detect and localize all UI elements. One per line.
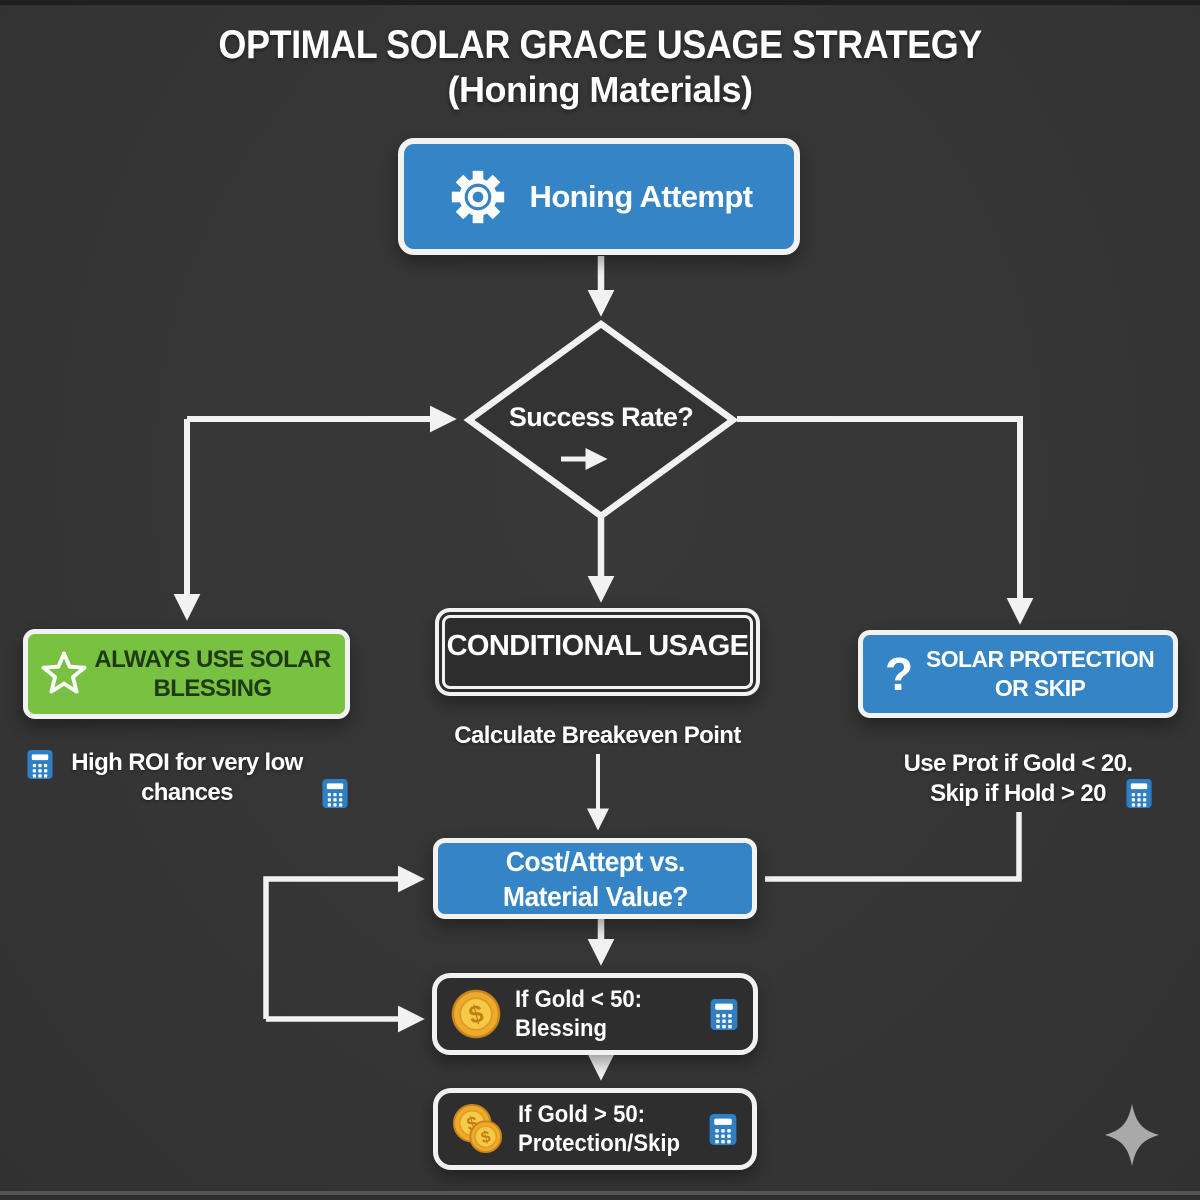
calculator-icon (709, 1113, 737, 1145)
node-conditional-usage: CONDITIONAL USAGE (435, 608, 760, 696)
gold-low-line1: If Gold < 50: (515, 985, 642, 1013)
page-title: OPTIMAL SOLAR GRACE USAGE STRATEGY (Honi… (0, 22, 1200, 112)
gold-high-line2: Protection/Skip (517, 1130, 680, 1157)
calculator-icon (322, 778, 348, 809)
top-edge-strip (0, 0, 1200, 5)
node-always-use-solar-blessing: ALWAYS USE SOLAR BLESSING (23, 629, 350, 719)
arrow-right-branch (737, 416, 1034, 625)
decision-diamond (463, 319, 739, 521)
gold-high-line1: If Gold > 50: (517, 1100, 645, 1128)
gold-low-line2: Blessing (515, 1015, 608, 1042)
node-honing-attempt: Honing Attempt (398, 138, 800, 255)
protection-caption-line1: Use Prot if Gold < 20. (903, 750, 1133, 777)
coin-dollar-glyph: $ (466, 999, 486, 1030)
question-icon: ? (885, 648, 914, 700)
gold-high-label: If Gold > 50: Protection/Skip (518, 1100, 680, 1159)
arrow-loop-to-cost (263, 865, 425, 1019)
node-if-gold-high-protection-skip: $ $ If Gold > 50: Protection/Skip (433, 1088, 757, 1170)
success-rate-label: Success Rate? (508, 402, 694, 432)
calculator-icon (710, 998, 738, 1030)
node-if-gold-low-blessing: $ If Gold < 50: Blessing (432, 973, 758, 1055)
blessing-caption: High ROI for very low chances (71, 749, 303, 806)
line-protection-to-cost (765, 812, 1022, 882)
protection-caption-line2: Skip if Hold > 20 (930, 780, 1106, 807)
blessing-label: ALWAYS USE SOLAR BLESSING (94, 645, 331, 702)
protection-caption: Use Prot if Gold < 20. Skip if Hold > 20 (868, 749, 1168, 809)
title-line2: (Honing Materials) (447, 69, 753, 111)
bottom-edge-dark-strip (0, 1195, 1200, 1200)
calculator-icon (27, 749, 53, 780)
protection-label: SOLAR PROTECTION OR SKIP (926, 646, 1155, 701)
calculator-icon (1126, 778, 1152, 809)
conditional-usage-label: CONDITIONAL USAGE (446, 629, 749, 662)
conditional-caption: Calculate Breakeven Point (454, 722, 741, 749)
cost-label-line2: Material Value? (502, 880, 688, 912)
double-coin-icon: $ $ (452, 1103, 503, 1154)
title-line1: OPTIMAL SOLAR GRACE USAGE STRATEGY (218, 23, 982, 67)
coin-dollar-glyph: $ (479, 1128, 492, 1148)
gear-icon (451, 170, 504, 223)
star-icon (41, 651, 87, 694)
coin-icon: $ (451, 989, 501, 1039)
cost-label-line1: Cost/Attept vs. (505, 845, 685, 877)
node-solar-protection-or-skip: ? SOLAR PROTECTION OR SKIP (858, 630, 1178, 718)
honing-attempt-label: Honing Attempt (529, 178, 754, 214)
node-cost-vs-material-value: Cost/Attept vs. Material Value? (433, 838, 757, 919)
sparkle-icon (1105, 1104, 1159, 1166)
gold-low-label: If Gold < 50: Blessing (515, 985, 681, 1044)
bottom-edge-light-strip (0, 1191, 1200, 1195)
